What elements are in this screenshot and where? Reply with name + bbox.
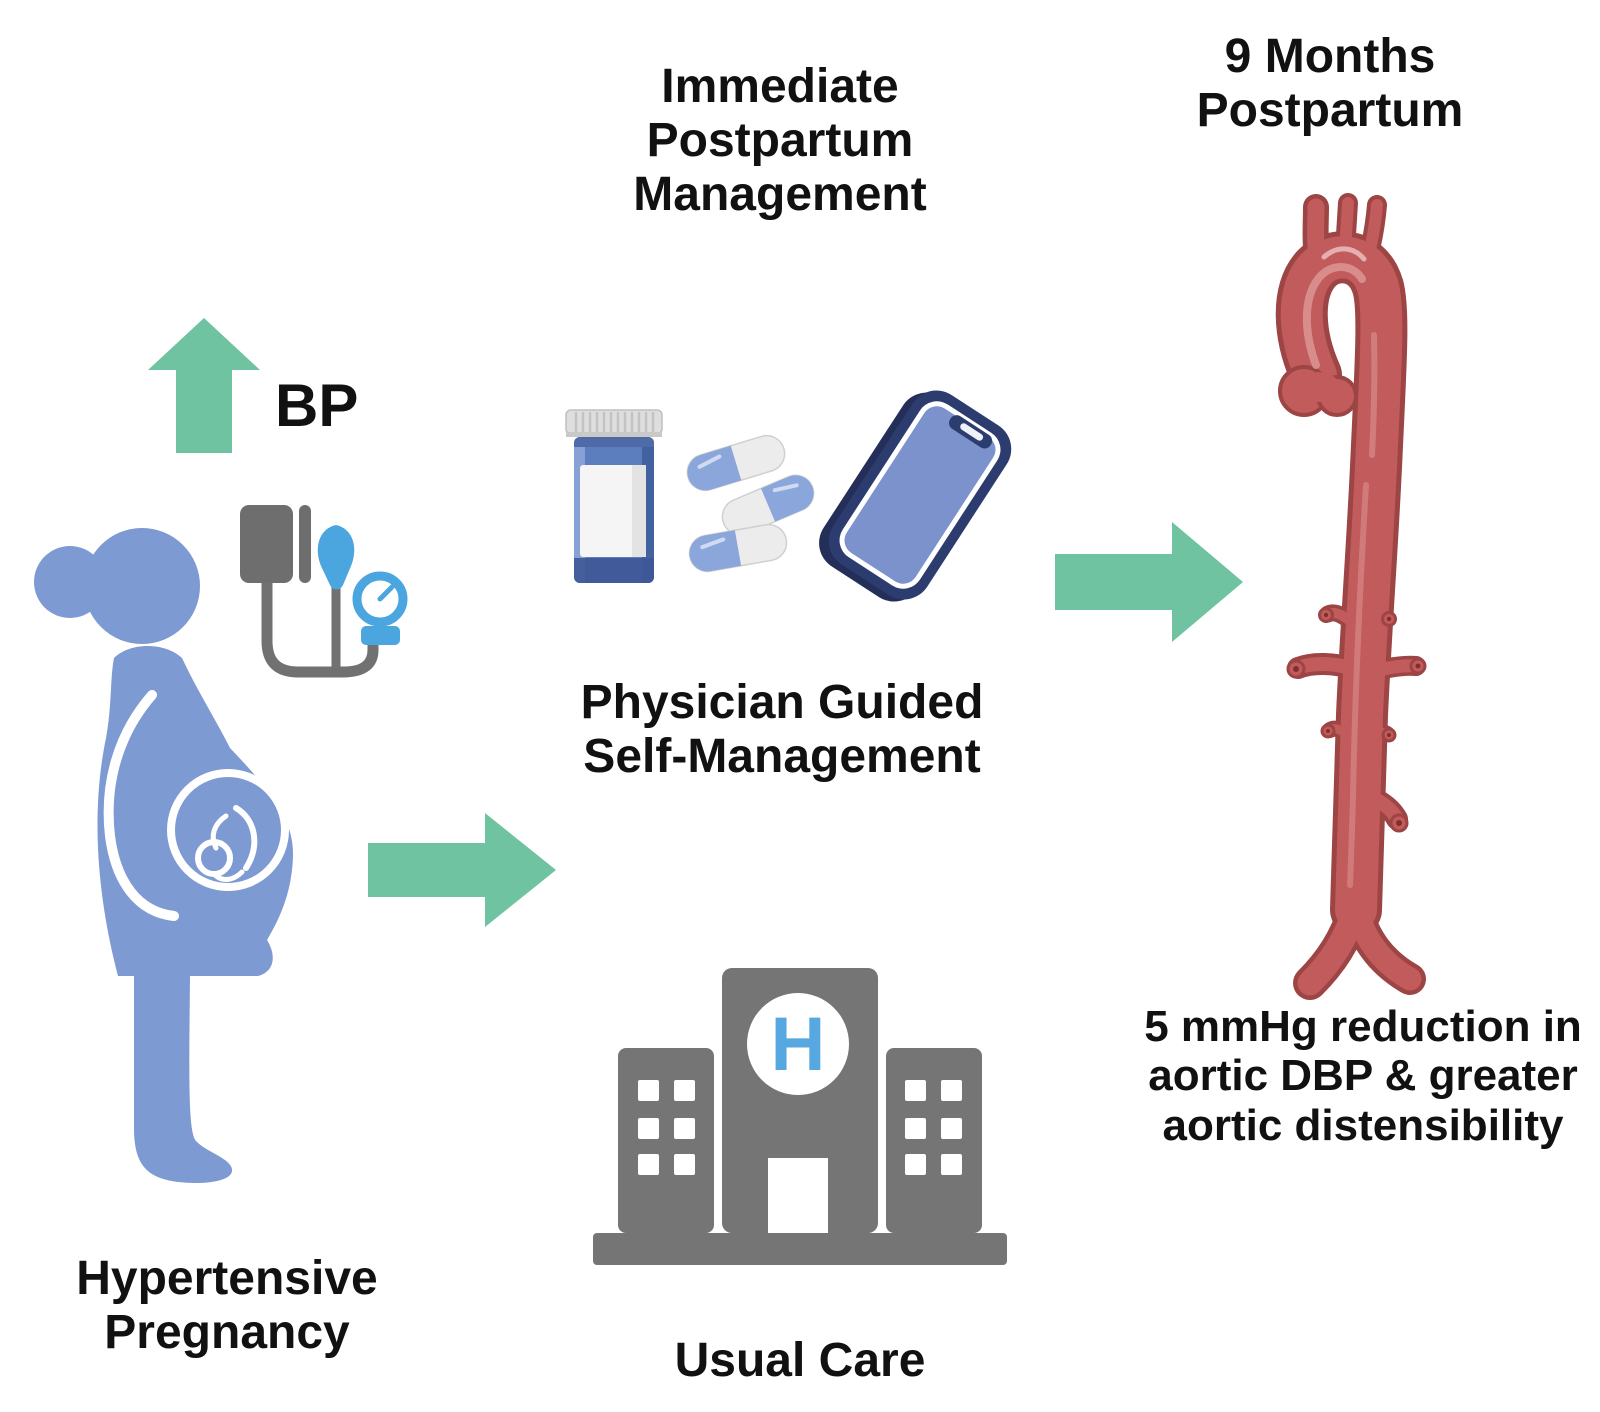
bp-monitor-icon — [240, 505, 408, 678]
aortic-root — [1278, 365, 1358, 417]
bp-cuff-strap — [299, 505, 311, 583]
hospital-door — [768, 1158, 828, 1234]
fetus-arm — [210, 813, 229, 851]
caption-outcome: 5 mmHg reduction in aortic DBP & greater… — [1144, 1002, 1582, 1150]
bp-tube — [261, 577, 379, 678]
hospital-right-wing — [886, 1048, 982, 1233]
caption-physician-guided: Physician Guided Self-Management — [580, 676, 984, 783]
flow-arrow-to-outcome-icon — [1055, 522, 1243, 642]
aorta-icon — [1275, 193, 1427, 1000]
hospital-left-wing — [618, 1048, 714, 1233]
caption-hypertensive-pregnancy: Hypertensive Pregnancy — [76, 1252, 378, 1359]
aorta-branch-rings — [1286, 607, 1427, 833]
belly-window — [167, 769, 289, 891]
aorta-body — [1280, 197, 1423, 996]
capsules-icon — [686, 434, 815, 573]
leg-foot — [134, 976, 233, 1183]
hospital-icon: H — [593, 968, 1007, 1265]
bp-up-arrow-icon — [148, 318, 260, 453]
bottle-cap — [565, 409, 663, 437]
bottle-label — [580, 465, 646, 557]
arm-outline — [103, 690, 179, 921]
bp-cuff — [240, 505, 293, 583]
caption-usual-care: Usual Care — [674, 1334, 926, 1387]
aorta-highlights — [1302, 246, 1378, 888]
heading-immediate-postpartum: Immediate Postpartum Management — [633, 60, 927, 221]
capsule-1 — [686, 434, 786, 492]
pregnant-woman-icon — [34, 528, 294, 1183]
hospital-base — [593, 1233, 1007, 1265]
phone-screen — [844, 406, 996, 584]
torso-belly-skirt — [97, 646, 294, 976]
bp-gauge-base — [361, 626, 400, 645]
heading-9-months-postpartum: 9 Months Postpartum — [1196, 30, 1464, 137]
pill-bottle-icon — [565, 409, 663, 583]
fetus-back — [233, 805, 258, 871]
woman-white-details — [103, 690, 289, 921]
hospital-windows — [638, 1080, 962, 1175]
hospital-sign-circle — [747, 993, 849, 1095]
bottle-body — [574, 437, 654, 583]
bp-label: BP — [275, 372, 359, 439]
bp-bulb — [317, 525, 355, 590]
bp-gauge-needle — [377, 584, 395, 602]
head — [84, 528, 200, 644]
woman-silhouette — [34, 528, 294, 1183]
phone-body — [819, 390, 1012, 602]
capsule-2 — [721, 474, 815, 536]
capsule-3 — [688, 523, 788, 573]
phone-speaker — [960, 423, 984, 441]
fetus-leg — [213, 869, 245, 882]
smartphone-icon — [819, 390, 1012, 602]
flow-arrow-to-intervention-icon — [368, 813, 556, 927]
hospital-h-letter: H — [771, 1002, 826, 1087]
